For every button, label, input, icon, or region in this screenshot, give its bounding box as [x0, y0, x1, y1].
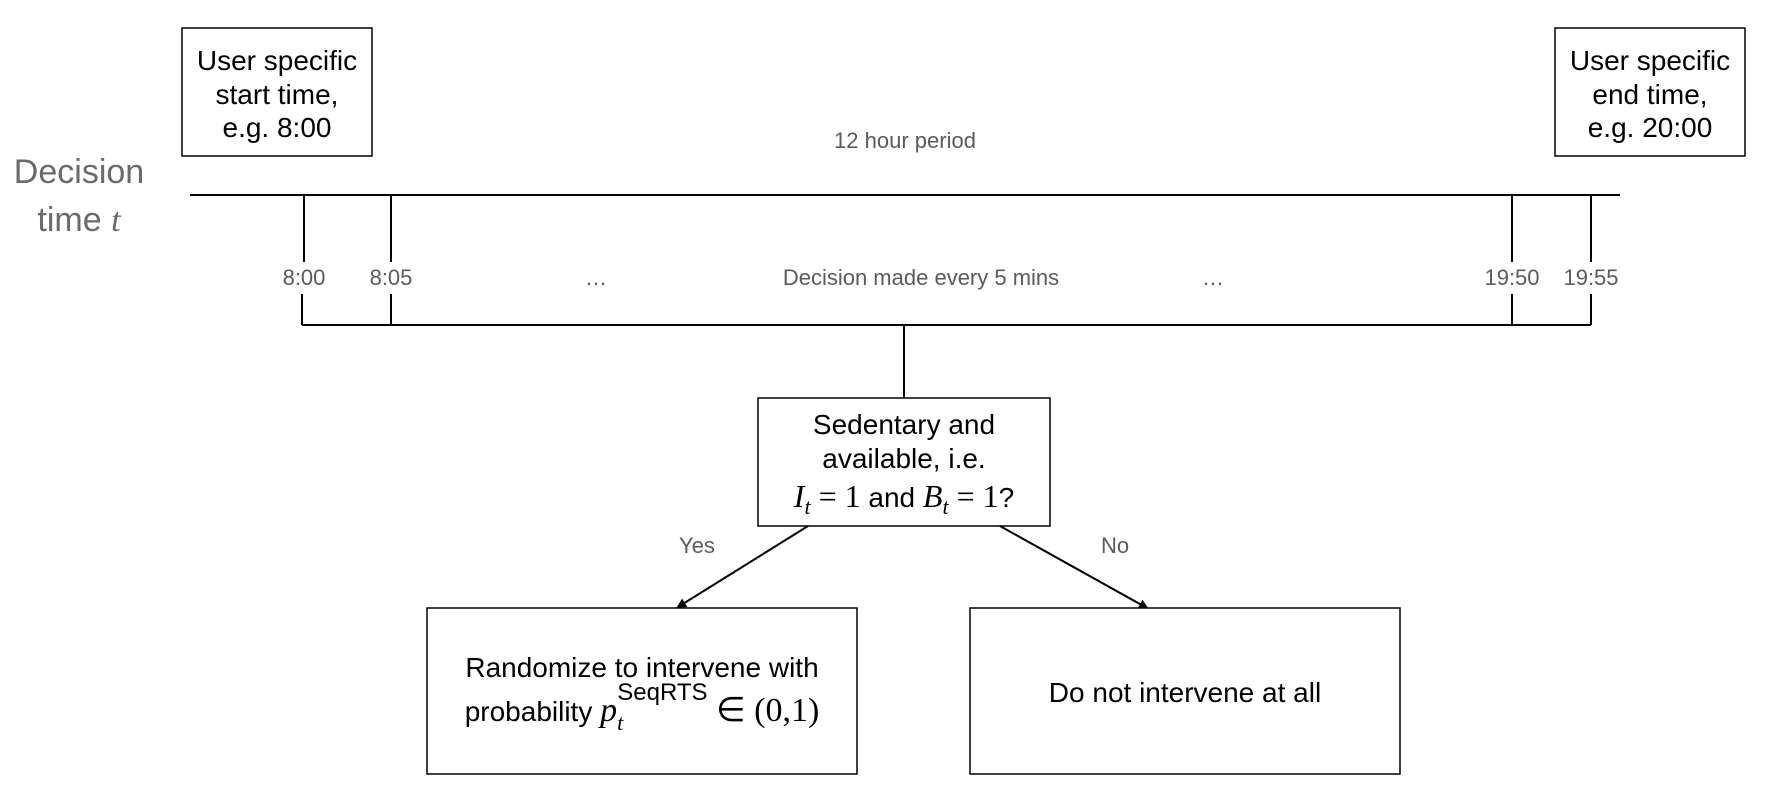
tick-label-800: 8:00	[283, 265, 326, 290]
tick-label-1955: 19:55	[1563, 265, 1618, 290]
condition-line-3: It = 1 and Bt = 1?	[793, 478, 1014, 519]
condition-box: Sedentary and available, i.e. It = 1 and…	[757, 397, 1051, 527]
tick-label-1950: 19:50	[1484, 265, 1539, 290]
start-box-line-3: e.g. 8:00	[223, 112, 332, 143]
ellipsis-left: …	[585, 265, 607, 290]
end-box-line-1: User specific	[1570, 45, 1730, 76]
condition-line-2: available, i.e.	[822, 443, 985, 474]
condition-line-1: Sedentary and	[813, 409, 995, 440]
start-time-box: User specific start time, e.g. 8:00	[181, 27, 373, 157]
no-arrow	[999, 525, 1149, 609]
yes-label: Yes	[679, 533, 715, 558]
start-box-line-1: User specific	[197, 45, 357, 76]
no-label: No	[1101, 533, 1129, 558]
no-intervention-text: Do not intervene at all	[1049, 677, 1321, 708]
decision-time-label: Decision time t	[14, 153, 144, 239]
ellipsis-right: …	[1202, 265, 1224, 290]
randomize-box: Randomize to intervene with probability …	[426, 607, 858, 775]
yes-arrow	[676, 525, 809, 609]
timeline: 8:00 8:05 19:50 19:55 … Decision made ev…	[190, 194, 1620, 398]
no-intervention-box: Do not intervene at all	[969, 607, 1401, 775]
randomize-line-1: Randomize to intervene with	[465, 652, 818, 683]
end-time-box: User specific end time, e.g. 20:00	[1554, 27, 1746, 157]
end-box-line-2: end time,	[1592, 79, 1707, 110]
period-label: 12 hour period	[834, 128, 976, 153]
randomize-line-2: probability ptSeqRTS ∈ (0,1)	[465, 679, 820, 735]
decision-note: Decision made every 5 mins	[783, 265, 1059, 290]
side-label-line-2: time t	[37, 201, 122, 239]
side-label-line-1: Decision	[14, 153, 144, 191]
start-box-line-2: start time,	[216, 79, 339, 110]
tick-label-805: 8:05	[370, 265, 413, 290]
end-box-line-3: e.g. 20:00	[1588, 112, 1713, 143]
